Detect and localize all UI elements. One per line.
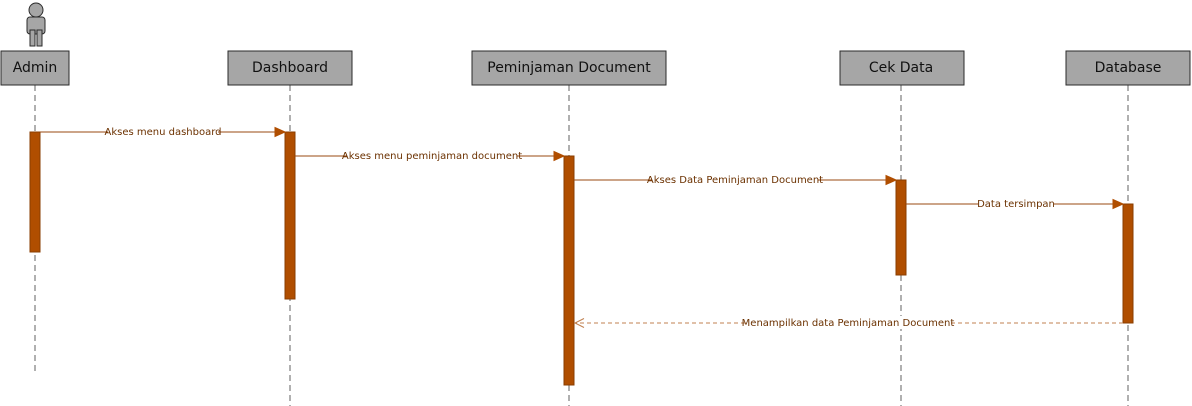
message-label: Akses menu peminjaman document xyxy=(342,151,522,162)
lifeline-dashboard[interactable]: Dashboard xyxy=(227,50,353,86)
arrow-right-icon xyxy=(274,126,287,138)
lifeline-admin[interactable]: Admin xyxy=(0,50,70,86)
message-akses-menu-dashboard[interactable]: Akses menu dashboard xyxy=(40,125,287,138)
message-label: Akses menu dashboard xyxy=(104,127,221,138)
arrow-right-icon xyxy=(1112,198,1125,210)
arrow-right-icon xyxy=(885,174,898,186)
lifeline-database[interactable]: Database xyxy=(1065,50,1191,86)
message-akses-data-peminjaman[interactable]: Akses Data Peminjaman Document xyxy=(574,173,898,186)
lifeline-dashboard-label: Dashboard xyxy=(252,60,328,76)
message-akses-menu-peminjaman[interactable]: Akses menu peminjaman document xyxy=(295,149,566,162)
lifeline-database-label: Database xyxy=(1095,60,1162,76)
activation-database xyxy=(1122,203,1134,324)
activation-cekdata xyxy=(895,179,907,276)
message-label: Menampilkan data Peminjaman Document xyxy=(742,318,955,329)
arrow-left-open-icon xyxy=(573,318,585,328)
lifeline-peminjaman-label: Peminjaman Document xyxy=(487,60,651,76)
lifeline-cek-data[interactable]: Cek Data xyxy=(839,50,965,86)
message-data-tersimpan[interactable]: Data tersimpan xyxy=(906,197,1125,210)
activation-dashboard xyxy=(284,131,296,300)
message-menampilkan-data[interactable]: Menampilkan data Peminjaman Document xyxy=(573,316,1123,329)
activation-admin xyxy=(29,131,41,253)
activation-peminjaman xyxy=(563,155,575,386)
message-label: Data tersimpan xyxy=(977,199,1055,210)
person-icon xyxy=(26,2,46,47)
arrow-right-icon xyxy=(553,150,566,162)
message-label: Akses Data Peminjaman Document xyxy=(647,175,823,186)
lifeline-cekdata-label: Cek Data xyxy=(869,60,933,76)
lifeline-peminjaman-document[interactable]: Peminjaman Document xyxy=(471,50,667,86)
lifeline-admin-label: Admin xyxy=(13,60,58,76)
